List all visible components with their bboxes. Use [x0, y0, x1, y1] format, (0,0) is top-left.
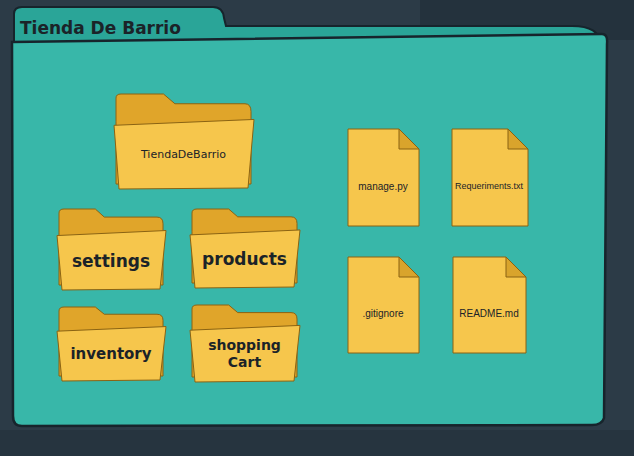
file-name: .gitignore — [362, 308, 403, 320]
folder-icon: settings — [55, 207, 167, 291]
project-folder: Tienda De BarrioTiendaDeBarrio settings pr… — [8, 4, 612, 428]
folder-icon: TiendaDeBarrio — [112, 92, 255, 190]
folder-icon: products — [188, 207, 301, 289]
file-page — [453, 257, 526, 353]
label-area: products — [188, 207, 301, 289]
label-area: Requeriments.txt — [449, 127, 530, 228]
file-fold — [506, 257, 526, 277]
folder-front — [57, 327, 166, 381]
file-icon: manage.py — [345, 127, 421, 228]
file-outline — [450, 255, 528, 355]
folder-outline — [112, 92, 255, 190]
file-page — [348, 257, 419, 353]
folder-front — [190, 230, 300, 288]
file-page — [452, 129, 528, 226]
label-area: .gitignore — [345, 255, 421, 355]
file-name: manage.py — [358, 181, 407, 193]
file-icon: README.md — [450, 255, 528, 355]
label-area: settings — [55, 207, 167, 291]
file-outline — [345, 255, 421, 355]
file-outline — [345, 127, 421, 228]
folder-front — [57, 231, 166, 290]
dark-band — [0, 430, 634, 456]
file-icon: .gitignore — [345, 255, 421, 355]
folder-title: Tienda De Barrio — [20, 18, 181, 38]
folder-front — [190, 325, 300, 382]
file-fold — [399, 257, 419, 277]
file-outline — [449, 127, 530, 228]
folder-icon: shopping Cart — [188, 303, 301, 383]
folder-name: shopping Cart — [205, 337, 285, 371]
folder-outline — [55, 305, 167, 382]
file-page — [348, 129, 419, 226]
label-area: TiendaDeBarrio — [112, 92, 255, 190]
label-area: inventory — [55, 305, 167, 382]
file-fold — [508, 129, 528, 149]
label-area: manage.py — [345, 127, 421, 228]
folder-icon: inventory — [55, 305, 167, 382]
folder-name: inventory — [70, 345, 151, 363]
folder-name: products — [202, 249, 287, 269]
folder-outline — [188, 207, 301, 289]
label-area: README.md — [450, 255, 528, 355]
folder-name: settings — [72, 251, 150, 271]
label-area: shopping Cart — [188, 303, 301, 383]
folder-body — [12, 34, 607, 426]
folder-name: TiendaDeBarrio — [141, 148, 226, 161]
file-name: Requeriments.txt — [455, 181, 523, 192]
folder-outline — [55, 207, 167, 291]
folder-front — [114, 119, 254, 189]
file-fold — [399, 129, 419, 149]
file-icon: Requeriments.txt — [449, 127, 530, 228]
file-name: README.md — [459, 308, 518, 320]
